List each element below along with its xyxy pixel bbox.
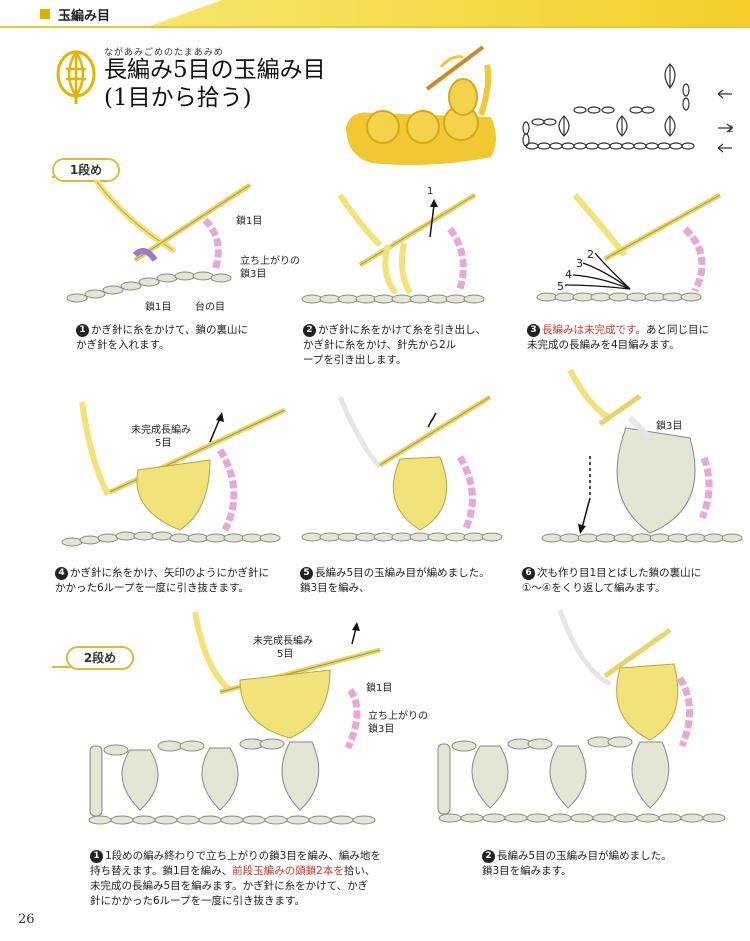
step6-illustration <box>541 368 743 543</box>
header-bar <box>150 0 750 26</box>
row2-step1-number: 1 <box>90 850 103 863</box>
step6-label-chain3: 鎖3目 <box>656 421 683 432</box>
step1-illustration <box>66 180 252 303</box>
step1-label-chain1: 鎖1目 <box>236 216 263 227</box>
step3-number: 3 <box>527 324 540 337</box>
header-rule <box>0 26 750 28</box>
step3-label-2: 2 <box>587 248 594 261</box>
page-number: 26 <box>18 912 35 927</box>
step3-label-3: 3 <box>576 257 583 270</box>
row2-badge: 2段め <box>66 646 134 670</box>
step4-label-incomplete-a: 未完成長編み <box>131 425 191 436</box>
row2-step1-label-chain1: 鎖1目 <box>366 683 393 694</box>
swatch-photo <box>341 45 504 169</box>
row2-step2-illustration <box>437 609 726 823</box>
step3-label-5: 5 <box>557 280 564 293</box>
step1-number: 1 <box>76 324 89 337</box>
step4-label-incomplete-b: 5目 <box>155 438 172 449</box>
section-label: 玉編み目 <box>58 9 111 24</box>
row2-step2-number: 2 <box>482 850 495 863</box>
section-header: 玉編み目 <box>0 0 750 28</box>
step6-number: 6 <box>522 567 535 580</box>
step1-label-standup-b: 鎖3目 <box>240 269 267 280</box>
puff-stitch-symbol-icon <box>56 50 96 104</box>
svg-text:2: 2 <box>728 125 734 135</box>
step4-number: 4 <box>55 567 68 580</box>
step5-illustration <box>301 395 503 542</box>
row2-step1-label-standup-a: 立ち上がりの <box>368 711 428 722</box>
step3-label-4: 4 <box>565 268 572 281</box>
row1-badge: 1段め <box>52 158 120 182</box>
step2-label-arrow1: 1 <box>427 186 434 197</box>
step1-label-base: 台の目 <box>195 302 225 313</box>
row2-step1-label-standup-b: 鎖3目 <box>368 724 395 735</box>
step2-illustration <box>301 192 485 304</box>
row2-step1-label-incomplete-b: 5目 <box>277 649 294 660</box>
page-title: 長編み5目の玉編み目 (1目から拾う) <box>104 56 326 112</box>
step4-illustration <box>61 401 287 547</box>
title-ruby: ながあみごめのたまあみめ <box>104 48 224 58</box>
row2-step1-illustration <box>88 611 381 825</box>
step5-number: 5 <box>300 567 313 580</box>
step2-number: 2 <box>303 324 316 337</box>
step1-label-standup-a: 立ち上がりの <box>240 256 300 267</box>
row2-step1-label-incomplete-a: 未完成長編み <box>253 636 313 647</box>
step1-label-chain1b: 鎖1目 <box>145 302 172 313</box>
step3-illustration <box>536 192 722 302</box>
title-line-2: (1目から拾う) <box>104 85 252 111</box>
title-line-1: 長編み5目の玉編み目 <box>104 57 326 83</box>
stitch-chart: 2 <box>522 63 734 153</box>
header-marker <box>40 9 50 19</box>
